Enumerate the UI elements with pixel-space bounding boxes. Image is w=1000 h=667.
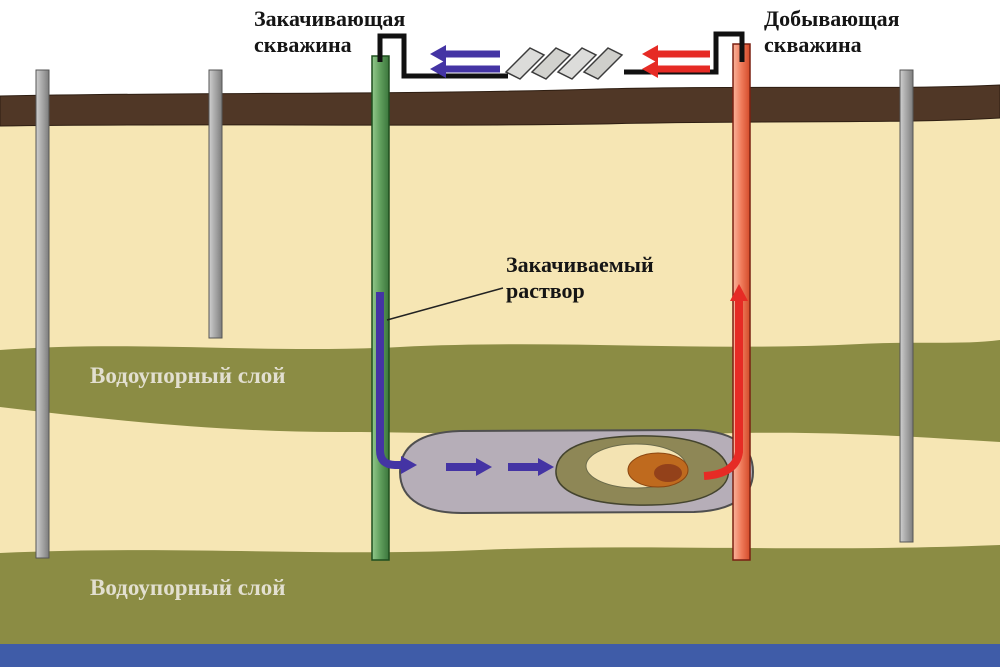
observation-well-pipe-mid (208, 69, 223, 339)
surface-pipeline-left (377, 33, 508, 79)
processing-plant-icon (504, 47, 624, 80)
solution-leader-line (386, 287, 504, 321)
ore-body (398, 428, 755, 515)
orebody-flow-arrows (446, 458, 554, 476)
aquitard-lower-layer (0, 545, 1000, 644)
surface-pipeline (377, 31, 745, 80)
groundwater-layer (0, 644, 1000, 667)
observation-well-pipe-right (899, 69, 914, 543)
production-surface-arrows (642, 45, 710, 78)
observation-well-pipe-left (35, 69, 50, 559)
injection-surface-arrows (430, 45, 500, 78)
ore-core-center (654, 464, 682, 482)
injection-flow-arrow (376, 292, 417, 474)
production-flow-arrow (703, 284, 748, 480)
flow-arrows (376, 45, 748, 480)
